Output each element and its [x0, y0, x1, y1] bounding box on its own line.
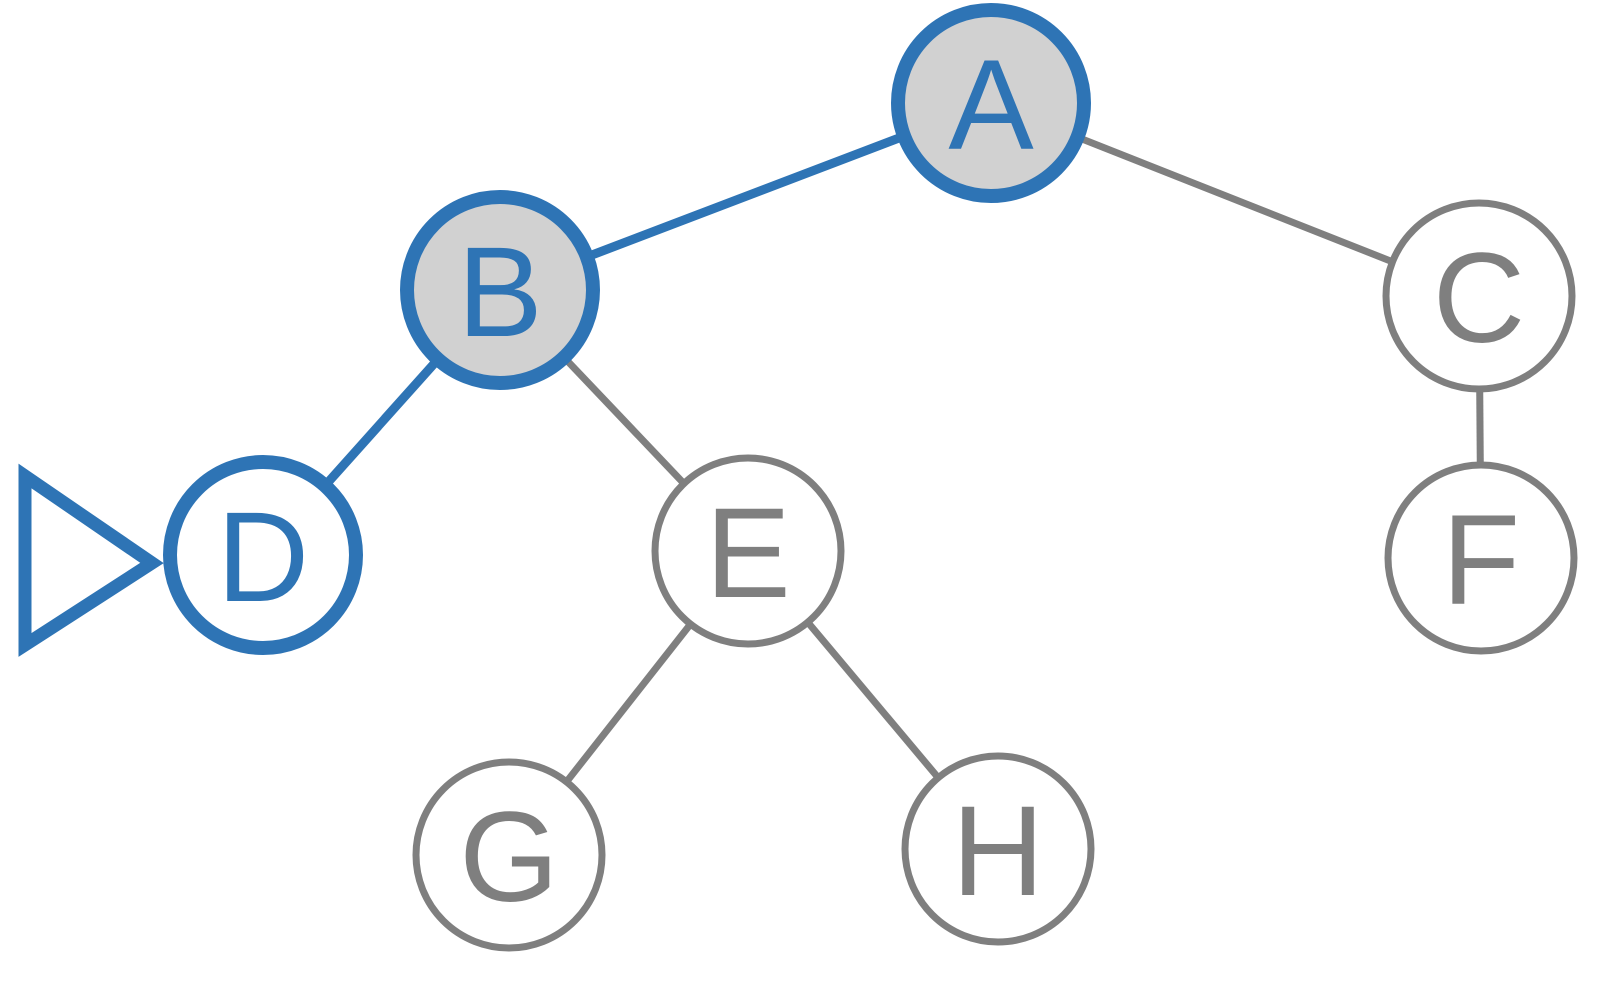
node-label-F: F	[1442, 489, 1520, 632]
node-H: H	[901, 752, 1095, 946]
node-circle-H	[901, 752, 1095, 946]
node-label-D: D	[217, 486, 309, 629]
node-label-C: C	[1433, 227, 1525, 370]
node-circle-D	[163, 455, 363, 655]
node-circle-A	[891, 3, 1091, 203]
pointer-layer	[18, 463, 164, 657]
node-B: B	[400, 190, 600, 390]
node-label-G: G	[459, 786, 559, 929]
current-node-pointer-icon	[18, 463, 164, 657]
node-circle-G	[412, 758, 606, 952]
node-label-E: E	[705, 482, 790, 625]
node-circle-F	[1384, 461, 1578, 655]
node-label-H: H	[952, 780, 1044, 923]
node-F: F	[1384, 461, 1578, 655]
node-E: E	[651, 454, 845, 648]
node-C: C	[1382, 199, 1576, 393]
node-D: D	[163, 455, 363, 655]
node-A: A	[891, 3, 1091, 203]
node-G: G	[412, 758, 606, 952]
node-circle-B	[400, 190, 600, 390]
node-circle-E	[651, 454, 845, 648]
nodes-layer: A B C D E F G H	[163, 3, 1578, 952]
node-label-A: A	[948, 34, 1034, 177]
node-label-B: B	[457, 221, 542, 364]
node-circle-C	[1382, 199, 1576, 393]
